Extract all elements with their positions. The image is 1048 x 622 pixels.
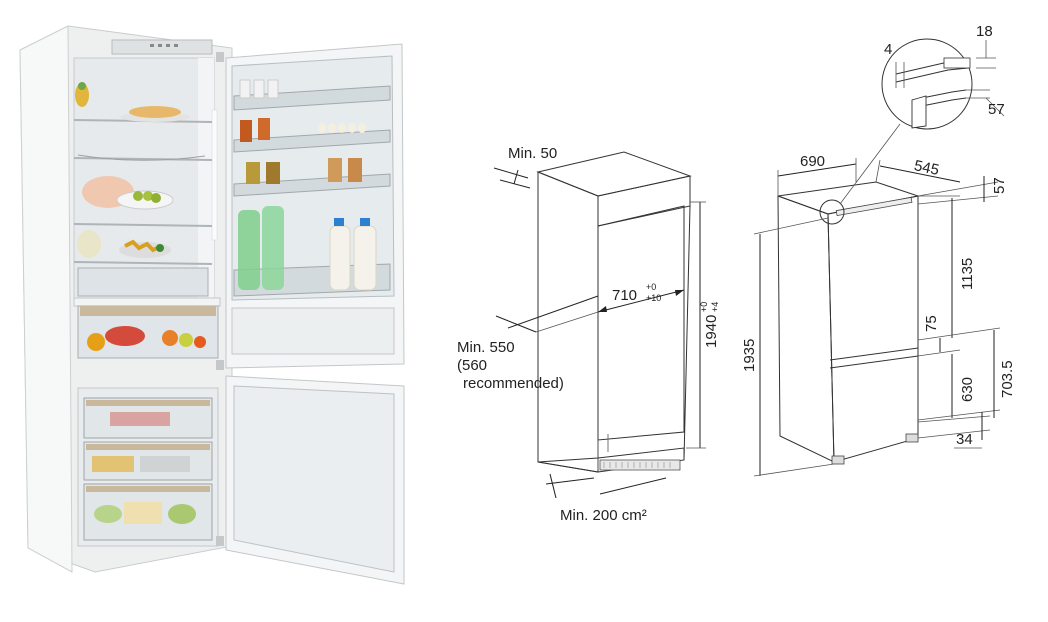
fridge-photo [19, 25, 405, 585]
crisper-drawer [77, 267, 209, 297]
niche-width-label: 710 [612, 287, 637, 304]
vegetable-icon [77, 230, 171, 258]
svg-text:+0: +0 [699, 302, 709, 312]
top-gap-label: Min. 50 [508, 145, 557, 162]
upper-door-dimension: 1135 [917, 195, 1001, 341]
fruit-icon [87, 326, 206, 351]
svg-text:+4: +4 [710, 302, 720, 312]
niche-height-label: 1940 [703, 315, 720, 348]
egg-icon [318, 123, 366, 133]
detail-b-label: 18 [976, 23, 993, 40]
plinth-dimension: 34 [917, 412, 991, 449]
appliance-side [777, 195, 835, 463]
cake-icon [120, 106, 190, 122]
detail-a-label: 4 [884, 41, 892, 58]
depth-label-line3: recommended) [463, 375, 564, 392]
appliance-front [827, 195, 919, 463]
detail-c-label: 57 [988, 101, 1005, 118]
niche-diagram: Min. 50 710 +0 +10 1940 +0 +4 [457, 145, 720, 524]
freezer-drawers [83, 397, 213, 541]
vent-area-dimension: Min. 200 cm² [545, 473, 667, 524]
top-gap-dimension: Min. 50 [493, 145, 557, 189]
svg-text:+10: +10 [646, 293, 661, 303]
niche-depth-dimension: Min. 550 (560 recommended) [457, 295, 599, 392]
jar-icon [239, 79, 362, 184]
door-gap-label: 75 [923, 315, 940, 332]
fruit-icon [75, 82, 89, 107]
appliance-depth-dimension: 545 [875, 157, 961, 183]
appliance-height-label: 1935 [741, 339, 758, 372]
bottle-icon [238, 206, 377, 291]
lower-door-label: 630 [959, 377, 976, 402]
top-offset-label: 57 [991, 177, 1008, 194]
appliance-diagram: 690 545 57 1935 [741, 23, 1016, 477]
svg-text:+0: +0 [646, 282, 656, 292]
appliance-height-dimension: 1935 [741, 217, 835, 477]
vent-area-label: Min. 200 cm² [560, 507, 647, 524]
detail-callout: 4 18 57 [881, 23, 1005, 130]
lower-total-dimension: 703.5 [993, 330, 1016, 418]
top-offset-dimension: 57 [917, 176, 1008, 205]
lower-door-dimension: 630 [917, 349, 1001, 421]
depth-label-line2: (560 [457, 357, 487, 374]
niche-top [536, 151, 692, 197]
lower-total-label: 703.5 [999, 360, 1016, 398]
upper-door-label: 1135 [959, 258, 976, 290]
appliance-width-label: 690 [800, 153, 825, 170]
depth-label-line1: Min. 550 [457, 339, 515, 356]
appliance-depth-label: 545 [913, 157, 941, 179]
niche-height-dimension: 1940 +0 +4 [686, 201, 720, 449]
chicken-icon [82, 176, 174, 210]
niche-width-dimension: 710 +0 +10 [597, 282, 685, 313]
appliance-width-dimension: 690 [777, 153, 857, 196]
door-gap-dimension: 75 [923, 315, 941, 352]
glass-shelves [73, 119, 213, 265]
plinth-label: 34 [956, 431, 973, 448]
fridge-left-side [19, 25, 73, 573]
